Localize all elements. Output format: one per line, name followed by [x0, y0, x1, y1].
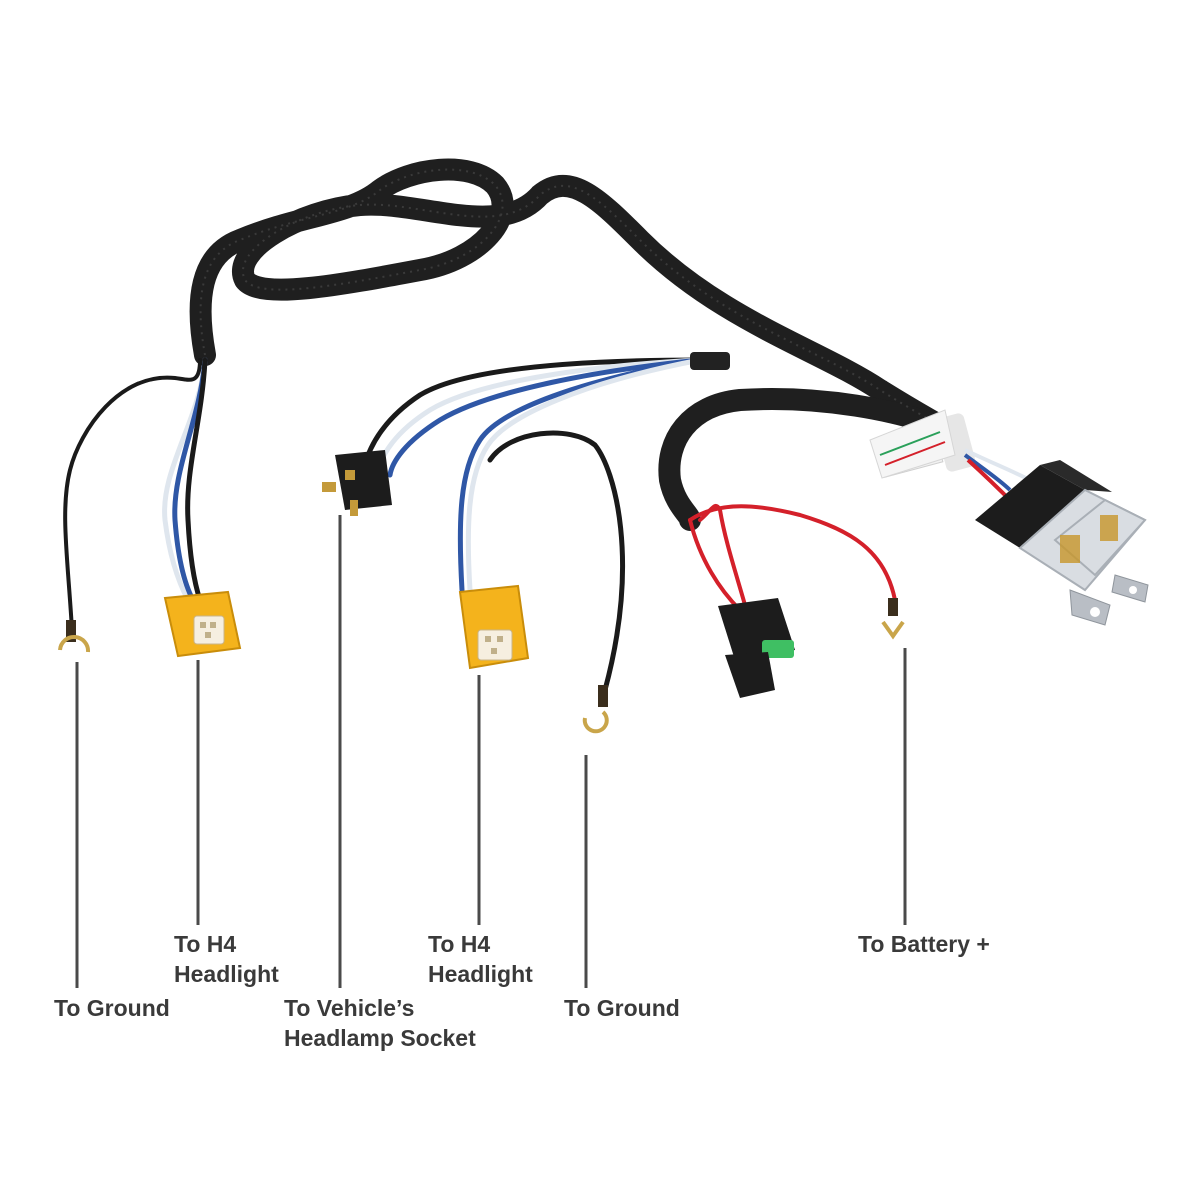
label-to-ground-left: To Ground — [54, 995, 170, 1021]
label-to-vehicle-headlamp-socket: To Vehicle’s Headlamp Socket — [284, 995, 476, 1051]
label-to-ground-right: To Ground — [564, 995, 680, 1021]
label-to-h4-headlight-right: To H4 Headlight — [428, 931, 533, 987]
label-to-battery-positive: To Battery + — [858, 931, 990, 957]
battery-wire — [688, 503, 897, 612]
label-to-h4-headlight-left: To H4 Headlight — [174, 931, 279, 987]
center-wire-bundle — [362, 357, 703, 693]
sleeve-ribs — [199, 168, 951, 433]
warning-tag — [869, 409, 956, 479]
wire-split-sleeve — [690, 352, 730, 370]
right-h4-connector — [458, 584, 530, 670]
left-ground-wire — [63, 358, 202, 632]
left-ground-terminal — [58, 620, 91, 653]
leader-lines — [75, 515, 907, 988]
right-ground-terminal — [582, 685, 609, 734]
left-h4-connector — [163, 590, 242, 658]
battery-terminal — [881, 598, 905, 640]
main-loom-sleeve — [189, 158, 961, 531]
left-h4-wires — [162, 357, 208, 603]
fuse-holder — [718, 598, 795, 698]
vehicle-h4-plug — [322, 450, 392, 516]
